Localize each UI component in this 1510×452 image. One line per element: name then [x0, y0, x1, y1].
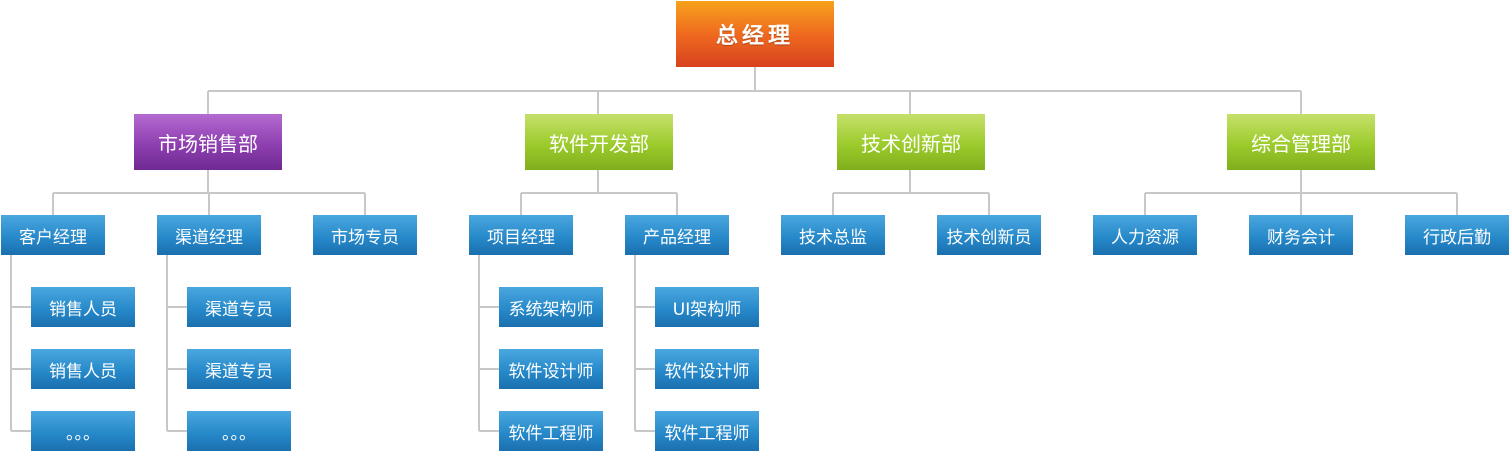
staff-node-channel-specialist-2: 渠道专员 [187, 349, 291, 389]
staff-node-software-engineer-1: 软件工程师 [499, 411, 603, 451]
role-node-product-manager: 产品经理 [625, 215, 729, 255]
dept-node-admin: 综合管理部 [1227, 114, 1375, 170]
staff-node-channel-specialist-1: 渠道专员 [187, 287, 291, 327]
staff-node-software-designer-1: 软件设计师 [499, 349, 603, 389]
staff-node-system-architect: 系统架构师 [499, 287, 603, 327]
dept-node-software: 软件开发部 [525, 114, 673, 170]
staff-node-channel-specialist-more: 。。。 [187, 411, 291, 451]
role-node-tech-director: 技术总监 [781, 215, 885, 255]
role-node-hr: 人力资源 [1093, 215, 1197, 255]
staff-node-software-engineer-2: 软件工程师 [655, 411, 759, 451]
staff-node-software-designer-2: 软件设计师 [655, 349, 759, 389]
role-node-tech-innovator: 技术创新员 [937, 215, 1041, 255]
staff-node-salesperson-more: 。。。 [31, 411, 135, 451]
staff-node-ui-architect: UI架构师 [655, 287, 759, 327]
role-node-finance: 财务会计 [1249, 215, 1353, 255]
role-node-channel-manager: 渠道经理 [157, 215, 261, 255]
role-node-customer-manager: 客户经理 [1, 215, 105, 255]
dept-node-sales: 市场销售部 [134, 114, 282, 170]
role-node-market-specialist: 市场专员 [313, 215, 417, 255]
staff-node-salesperson-1: 销售人员 [31, 287, 135, 327]
role-node-administration: 行政后勤 [1405, 215, 1509, 255]
ceo-node: 总经理 [676, 1, 834, 67]
staff-node-salesperson-2: 销售人员 [31, 349, 135, 389]
dept-node-tech: 技术创新部 [837, 114, 985, 170]
role-node-project-manager: 项目经理 [469, 215, 573, 255]
